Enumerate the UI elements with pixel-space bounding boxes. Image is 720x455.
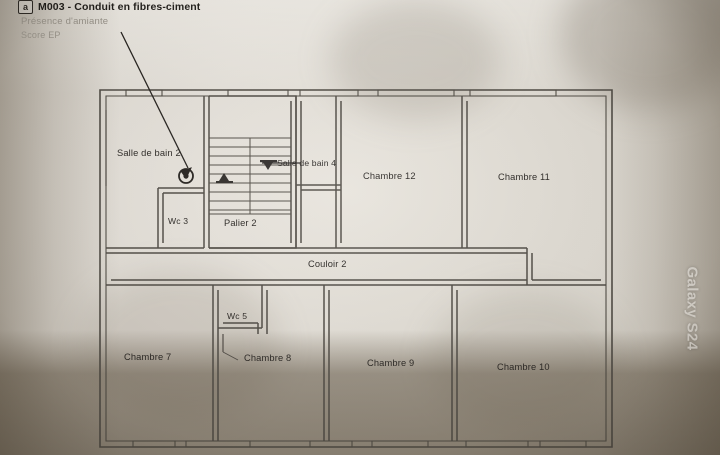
room-label-salle-de-bain-2: Salle de bain 2 [117, 148, 181, 158]
room-label-chambre-8: Chambre 8 [244, 353, 292, 363]
legend-subtitle-score: Score EP [21, 30, 61, 40]
legend-title: M003 - Conduit en fibres-ciment [38, 1, 201, 13]
wc5-walls [218, 285, 268, 334]
wc3-walls [157, 187, 204, 249]
legend-title-row: a M003 - Conduit en fibres-ciment [18, 0, 200, 14]
bottom-wall-windows [132, 440, 587, 448]
room-label-chambre-9: Chambre 9 [367, 358, 415, 368]
room-label-couloir-2: Couloir 2 [308, 259, 347, 269]
room-label-wc-5: Wc 5 [227, 311, 248, 321]
leader-line [120, 31, 189, 169]
room-label-chambre-11: Chambre 11 [498, 172, 550, 182]
stair-direction-arrow-up-icon [216, 173, 233, 184]
stair-run [208, 137, 292, 215]
stair-arrows [216, 160, 277, 184]
plan-walls [99, 89, 613, 448]
badge-letter: a [22, 1, 28, 12]
room-label-chambre-12: Chambre 12 [363, 171, 416, 181]
room-label-salle-de-bain-4: Salle de bain 4 [277, 158, 337, 168]
salle-bain-4-walls [295, 96, 341, 248]
room-label-chambre-10: Chambre 10 [497, 362, 550, 372]
conduit-annotation [120, 31, 194, 184]
device-watermark: Galaxy S24 [683, 266, 701, 351]
room-label-palier-2: Palier 2 [224, 218, 257, 228]
legend-header: a M003 - Conduit en fibres-ciment Présen… [18, 0, 200, 40]
room-label-wc-3: Wc 3 [168, 216, 189, 226]
stair-direction-arrow-down-icon [260, 160, 277, 170]
corridor-walls [106, 247, 606, 286]
top-wall-windows [125, 89, 557, 97]
room-label-chambre-7: Chambre 7 [124, 352, 172, 362]
legend-subtitle-amiante: Présence d'amiante [21, 16, 109, 27]
a-square-badge-icon: a [18, 0, 33, 14]
conduit-marker-icon [178, 168, 194, 184]
